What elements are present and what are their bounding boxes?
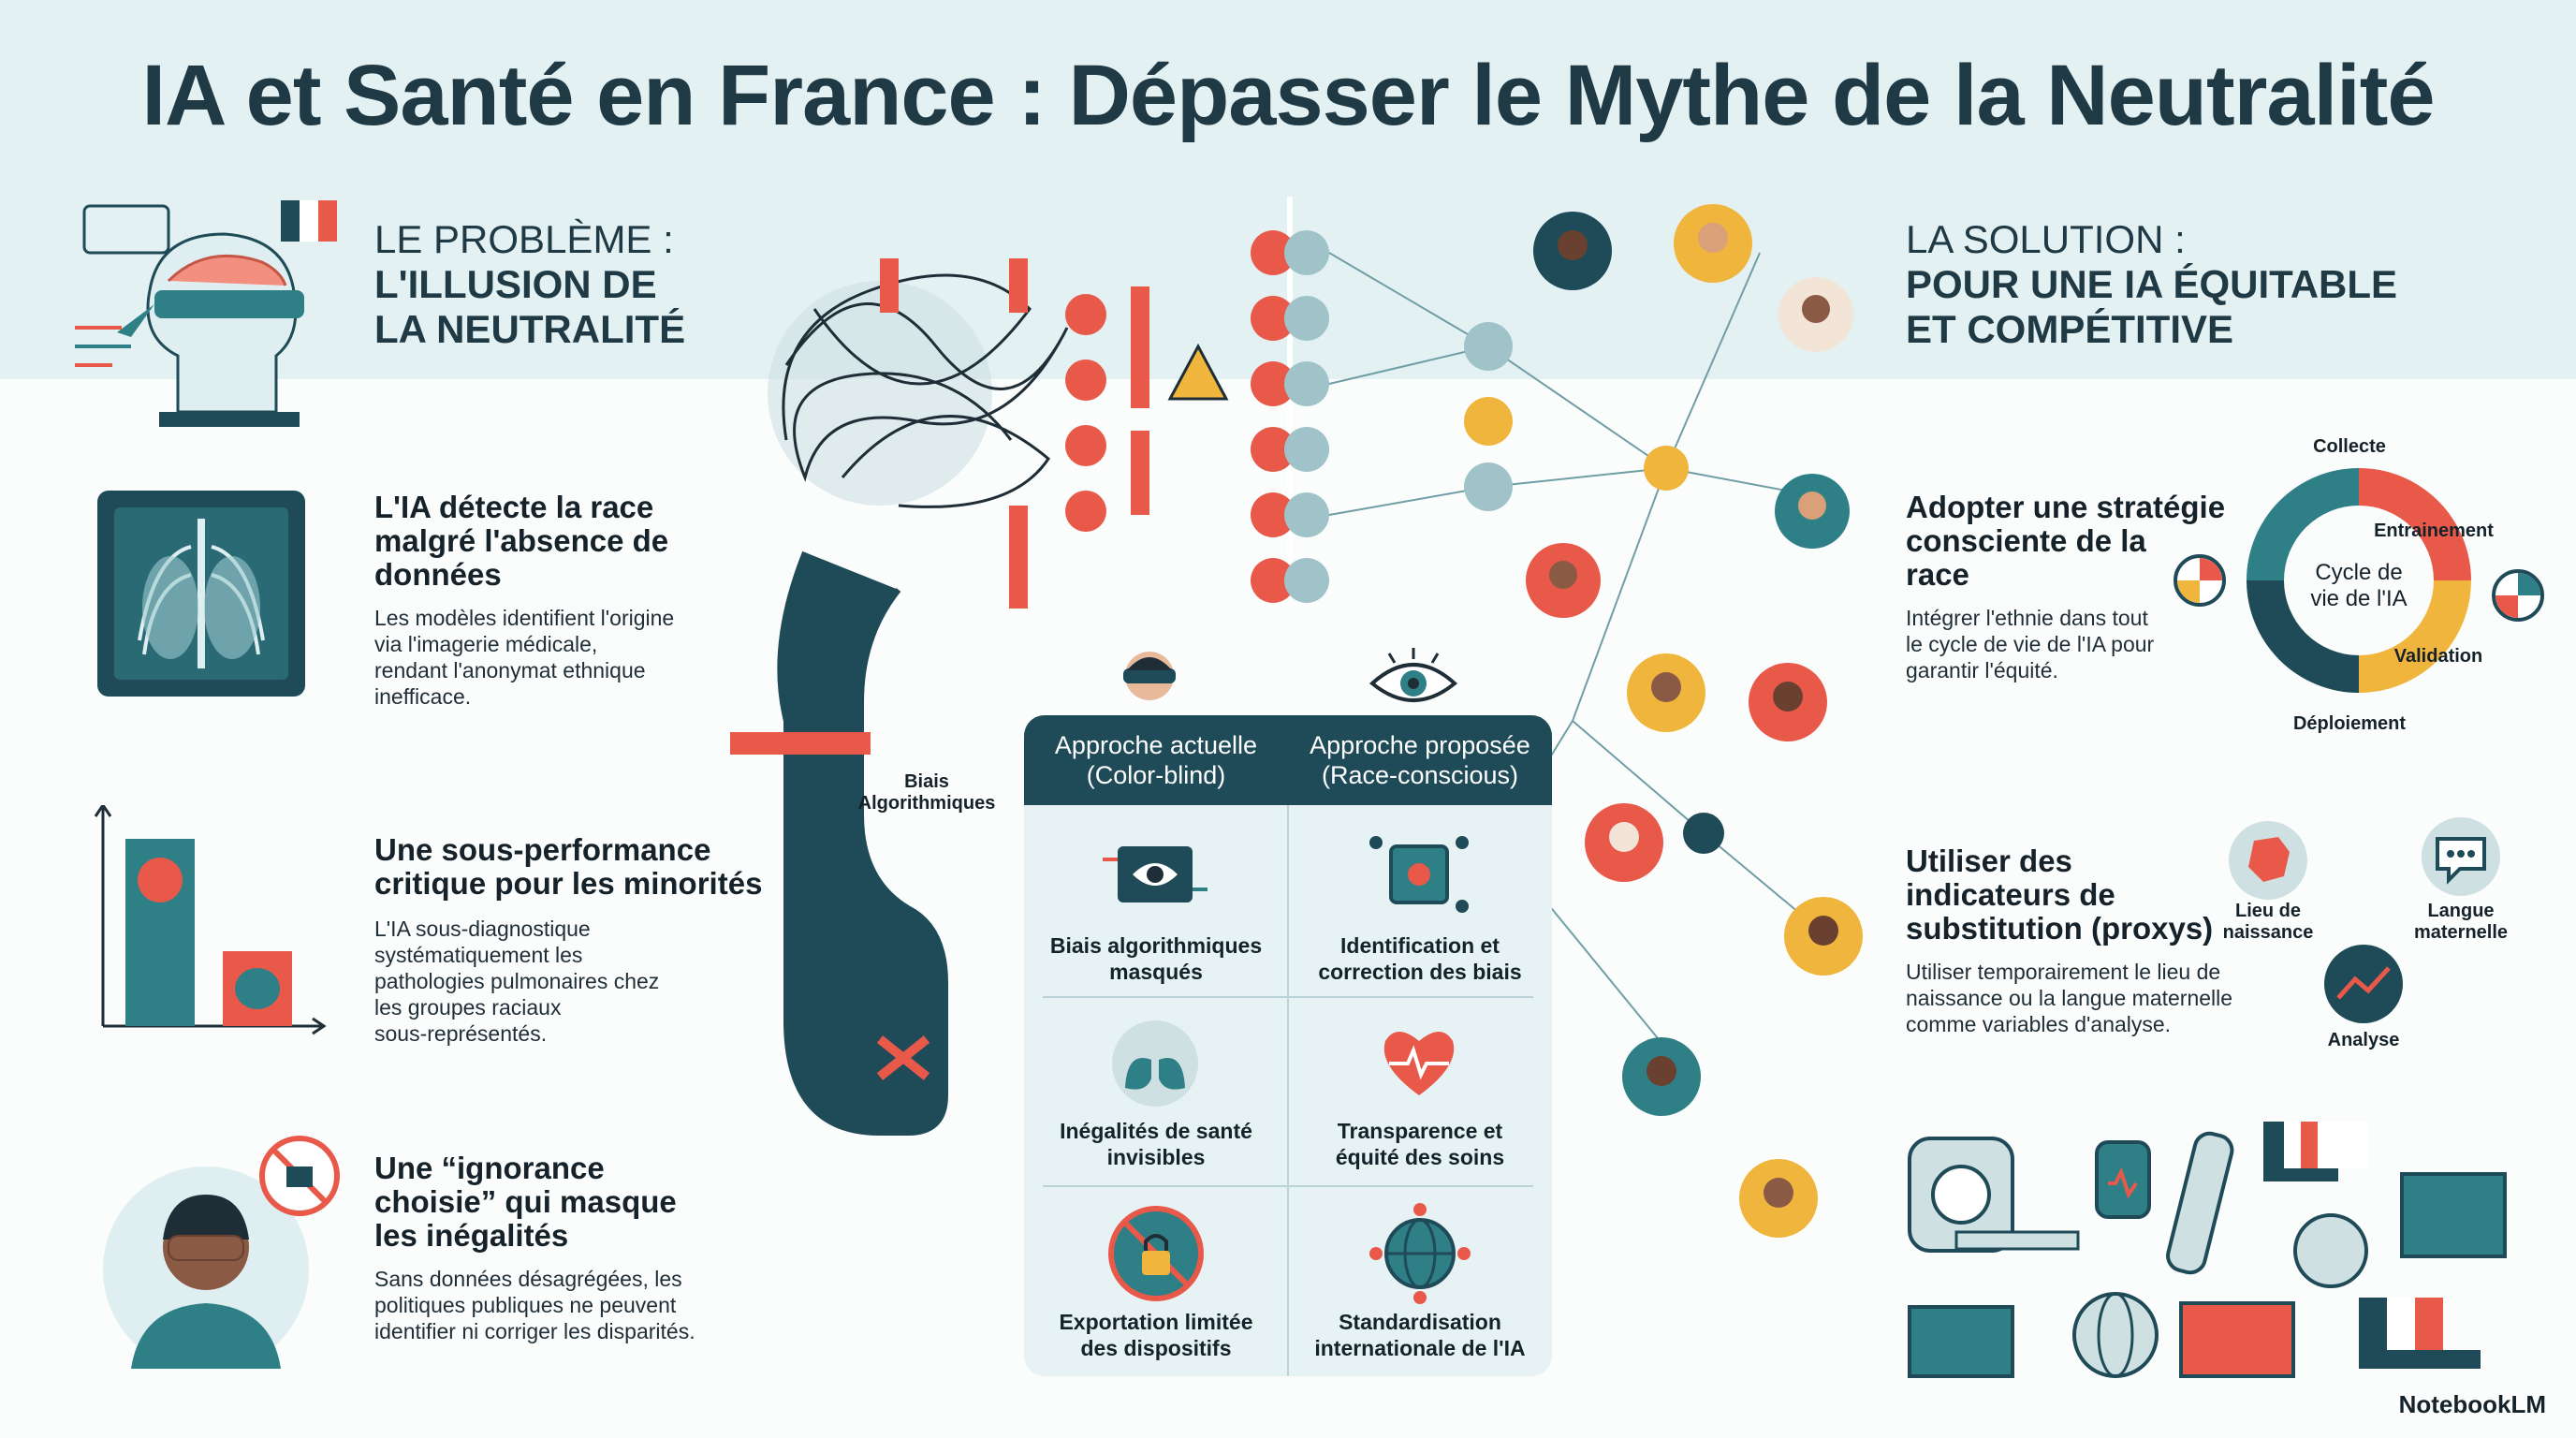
cycle-collecte: Collecte: [2313, 436, 2386, 457]
speech-bubble-icon: [2422, 817, 2500, 896]
lungs-icon: [1112, 1020, 1198, 1107]
chest-xray-icon: [97, 491, 305, 697]
blindfold-head-small-icon: [1123, 652, 1176, 700]
row-divider: [1043, 1185, 1533, 1187]
analysis-icon: [2324, 945, 2403, 1023]
medical-devices-illustration: [1908, 1122, 2507, 1378]
france-map-icon: [2229, 821, 2307, 900]
underperformance-bar-icon: [94, 805, 327, 1035]
person-covering-eyes-icon: [103, 1136, 340, 1369]
problem-heading: LE PROBLÈME : L'ILLUSION DE LA NEUTRALIT…: [374, 217, 686, 351]
avatar-group: [1526, 204, 1863, 1238]
header-current-approach: Approche actuelle(Color-blind): [1024, 715, 1290, 805]
ai-lifecycle-diagram: [2247, 468, 2471, 693]
cycle-entrainement: Entrainement: [2374, 521, 2494, 541]
page-title: IA et Santé en France : Dépasser le Myth…: [141, 48, 2436, 143]
cycle-deploiement: Déploiement: [2292, 713, 2407, 734]
bias-correction-chip-icon: [1369, 836, 1469, 913]
header-proposed-approach: Approche proposée(Race-conscious): [1288, 715, 1552, 805]
biased-to-fair-network-illustration: [730, 197, 1863, 1238]
locked-globe-icon: [1108, 1206, 1204, 1301]
network-globe-icon: [1369, 1203, 1471, 1304]
diversity-circle-icon-right: [2492, 569, 2544, 622]
table-divider: [1287, 805, 1289, 1376]
hidden-bias-icon: [1103, 846, 1208, 902]
blindfolded-head-icon: [75, 200, 337, 427]
cycle-validation: Validation: [2393, 646, 2483, 667]
heart-pulse-icon: [1383, 1032, 1455, 1095]
approach-comparison-table: Approche actuelle(Color-blind) Approche …: [1024, 715, 1552, 1376]
eye-icon: [1368, 648, 1458, 702]
proxy-analysis: Analyse: [2327, 1030, 2400, 1050]
diversity-circle-icon-left: [2174, 554, 2226, 607]
row-divider: [1043, 996, 1533, 998]
notebooklm-logo: NotebookLM: [2398, 1390, 2546, 1418]
solution-heading: LA SOLUTION : POUR UNE IA ÉQUITABLE ET C…: [1906, 217, 2398, 351]
